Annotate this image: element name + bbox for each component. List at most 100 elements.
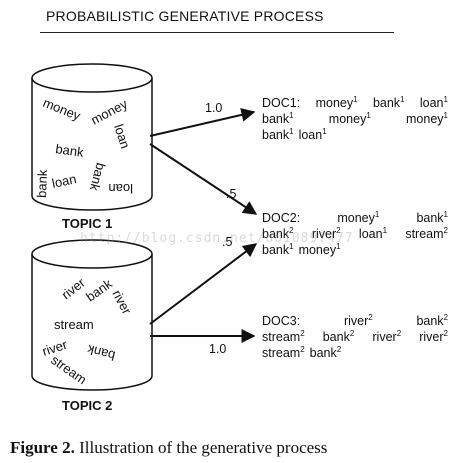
token-word: loan [298,128,323,142]
token-word: bank [309,346,337,360]
doc-token: money1 [329,111,371,127]
token-word: loan [419,96,444,110]
topic-1-word: loan [111,122,133,150]
token-topic-index: 1 [374,209,380,219]
doc-token: loan1 [420,95,448,111]
token-word: money [315,96,354,110]
token-word: bank [262,227,290,241]
doc-line: DOC3: river2 bank2 [262,313,448,329]
topic-1-word: loan [51,171,78,191]
topic-2-label: TOPIC 2 [62,398,112,413]
page-title: PROBABILISTIC GENERATIVE PROCESS [46,8,324,24]
doc-token: bank2 [323,329,355,345]
doc-token: river2 [372,329,401,345]
token-topic-index: 2 [368,312,373,322]
token-topic-index: 1 [443,110,448,120]
topic-2-word: stream [54,317,94,332]
doc-token: money1 [316,95,358,111]
token-word: stream [262,330,301,344]
token-topic-index: 1 [322,126,327,136]
doc-token: river2 [344,313,373,329]
token-topic-index: 1 [443,94,448,104]
token-topic-index: 2 [443,328,448,338]
token-topic-index: 1 [289,126,294,136]
doc-token: bank1 [262,111,294,127]
caption-text: Illustration of the generative process [74,438,328,457]
token-topic-index: 1 [382,225,388,235]
doc-token: bank1 [262,242,294,258]
doc-token: money1 [406,111,448,127]
title-rule [40,32,394,33]
token-topic-index: 1 [443,209,448,219]
edge-prob-label: 1.0 [205,101,222,115]
arrow-topic1-doc1 [149,108,256,137]
doc-token: loan1 [359,226,387,242]
token-word: money [328,112,367,126]
figure-caption: Figure 2. Illustration of the generative… [10,438,327,458]
token-topic-index: 1 [366,110,371,120]
doc-token: bank2 [416,313,448,329]
doc-token: stream2 [405,226,448,242]
token-word: loan [358,227,383,241]
doc-token: money1 [337,210,379,226]
doc-token: bank1 [262,127,294,143]
doc-token: money1 [299,242,341,258]
arrow-topic1-doc2 [149,143,258,215]
topic-1-word: bank [87,161,109,193]
token-topic-index: 1 [353,94,358,104]
token-topic-index: 2 [300,344,305,354]
token-topic-index: 2 [443,225,448,235]
doc-token: river2 [312,226,341,242]
doc-name: DOC1: [262,96,301,110]
token-word: bank [262,243,290,257]
token-word: stream [262,346,301,360]
topic-1-cylinder [31,63,153,211]
caption-label: Figure 2. [10,438,75,457]
token-word: river [372,330,397,344]
token-topic-index: 1 [289,241,294,251]
doc-token: stream2 [262,329,305,345]
token-word: bank [262,112,290,126]
token-word: money [337,211,375,225]
token-topic-index: 1 [336,241,341,251]
token-word: river [343,314,369,328]
token-word: money [298,243,337,257]
doc-token: bank2 [310,345,342,361]
edge-prob-label: .5 [222,235,232,249]
topic-1-word: bank [55,141,85,160]
doc-name: DOC3: [262,314,301,328]
token-word: money [406,112,444,126]
watermark-text: http://blog.csdn.net/u010897477 [80,231,354,246]
token-topic-index: 2 [336,344,342,354]
token-word: river [419,330,444,344]
topic-1-word: bank [34,169,50,198]
token-topic-index: 2 [289,225,294,235]
token-topic-index: 2 [336,225,341,235]
edge-prob-label: .5 [226,187,236,201]
doc-token: river2 [419,329,448,345]
doc-name: DOC2: [262,211,301,225]
topic-1-word: loan [108,181,133,196]
token-word: bank [372,96,401,110]
token-word: river [311,227,337,241]
token-topic-index: 2 [349,328,355,338]
doc-token: stream2 [262,345,305,361]
token-word: bank [262,128,290,142]
doc-token: bank1 [416,210,448,226]
token-topic-index: 1 [289,110,294,120]
topic-2-cylinder [31,239,153,391]
doc-token: loan1 [299,127,327,143]
token-topic-index: 2 [396,328,402,338]
